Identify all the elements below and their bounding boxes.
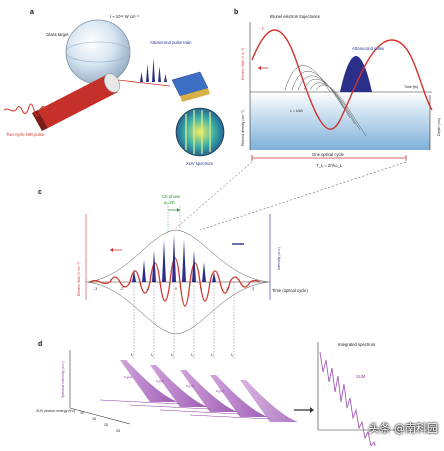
attosecond-intensity-bars [132,234,216,282]
c-time-axis-label: Time (optical cycle) [272,288,309,293]
nir-pulse-waveform [3,103,59,117]
sum-label: SUM [356,374,366,379]
attosecond-pulse-label: Attosecond pulse [352,46,385,51]
glass-target-label: Glass target [46,32,69,37]
c-efield-axis-label: Electric field (V cm⁻¹) [77,262,81,296]
trajectories-label: Brunel electron trajectories [270,14,320,19]
xuv-energy-label: XUV photon energy (eV) [36,409,75,413]
s-label: s₁(ω) [124,375,132,379]
t-label: t₂ [151,353,154,357]
c-time-ticks: -3 -2 -1 0 1 2 3 [94,287,254,291]
panel-d: d t₁ t₂ t₃ t₄ t₅ t₆ s₁(ω) [36,341,400,451]
watermark: 头条 @南科园 [368,422,439,435]
c-tick: -2 [120,287,123,291]
energy-tick: 15 [92,417,96,421]
spectral-axis-label: Spectral intensity (a.u.) [61,361,65,398]
E-label: E [262,27,265,31]
energy-tick: 10 [80,411,84,415]
s-labels: s₁(ω) s₂(ω) s₃(ω) s₄(ω) [124,375,224,393]
pulse-train-label: Attosecond pulse train [150,40,192,45]
t-label: t₃ [171,353,174,357]
c-intensity-axis-label: Intensity (a.u.) [277,247,281,270]
t-label: t₁ [131,353,134,357]
energy-tick: 20 [104,423,108,427]
t-label: t₄ [191,353,194,357]
laser-field-curve [251,29,433,130]
nir-laser-beam [32,73,121,131]
xuv-spectrum-label: XUV spectrum [186,161,214,166]
plasma-axis-label: Plasma density (cm⁻³) [241,110,245,146]
brunel-trajectories [284,65,367,137]
c-tick: -1 [146,287,149,291]
c-tick: 3 [252,287,254,291]
energy-ticks: 10 15 20 25 [80,411,120,433]
s-label: s₂(ω) [156,379,164,383]
attosecond-pulse-train [140,58,167,82]
intensity-label: I ≈ 10¹⁵ W cm⁻² [110,14,140,19]
integrated-spectrum-curve [319,351,381,451]
s-label: s₃(ω) [186,384,194,388]
panel-a: a I ≈ 10¹⁵ W cm⁻² Glass tar [3,9,225,166]
phi-label: φ₀/2E [164,200,175,205]
panel-b: b Brunel electron trajectories Attosecon… [234,9,441,168]
s-label: s₄(ω) [216,389,224,393]
optical-cycle-label: One optical cycle [312,152,345,157]
panel-c-label: c [38,189,42,196]
panel-c: c CE phase φ₀/2E Ele [38,189,309,360]
c-tick: 0 [175,287,177,291]
spectra-slices [120,360,298,422]
panel-d-label: d [38,341,42,348]
tl-label: T_L = 2π/ω_L [316,163,343,168]
attosecond-pulse [340,56,372,92]
xuv-spectrum-sphere [175,107,225,157]
electric-field-curve [89,257,261,307]
integrated-spectrum-label: Integrated spectrum [338,342,376,347]
c-tick: 2 [226,287,228,291]
panel-a-label: a [30,9,34,16]
t-label: t₅ [211,353,214,357]
t-label: t₆ [231,353,234,357]
efield-axis-label: Electric field (V m⁻¹) [241,48,245,80]
time-axis-label: Time (fs) [404,85,418,89]
t-labels: t₁ t₂ t₃ t₄ t₅ t₆ [131,353,234,357]
nir-pulse-label: Two-cycle NIR pulse [6,132,45,137]
c-tick: 1 [200,287,202,291]
ce-phase-label: CE phase [162,194,181,199]
plasma-region [250,95,430,150]
lnp-label: L ≈ λ/40 [290,109,303,113]
pulse-envelope [87,229,269,283]
c-tick: -3 [94,287,97,291]
panel-b-label: b [234,9,238,16]
glass-target-sphere [65,19,131,85]
energy-tick: 25 [116,429,120,433]
depth-axis-label: Depth (nm) [437,118,441,136]
